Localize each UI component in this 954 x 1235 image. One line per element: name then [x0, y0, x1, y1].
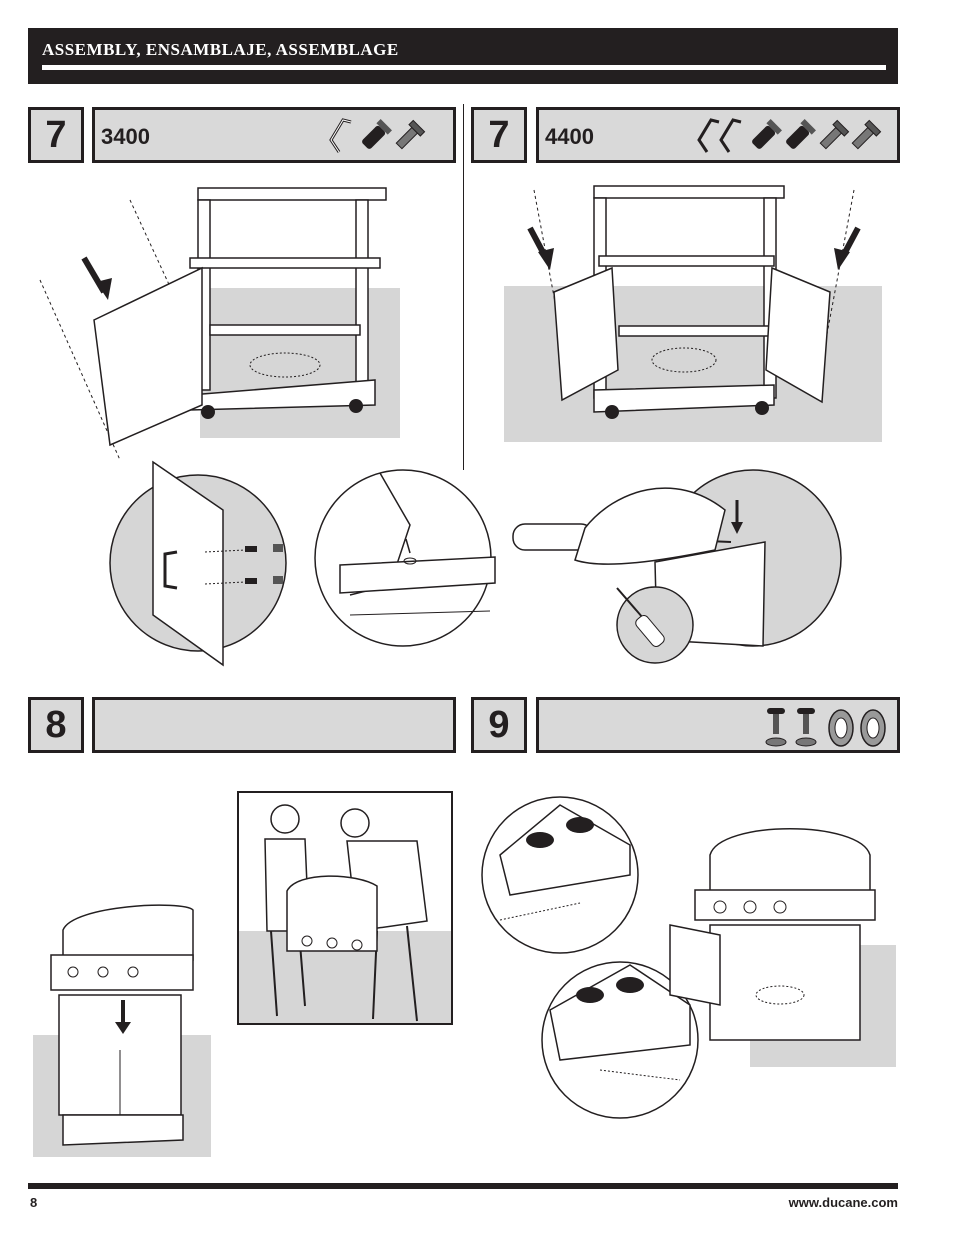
website-link[interactable]: www.ducane.com — [788, 1195, 898, 1210]
step-number-8: 8 — [28, 697, 84, 753]
step-bar-4400: 4400 — [536, 107, 900, 163]
hinge-pin-detail-circle — [314, 469, 496, 647]
step-number-7-3400: 7 — [28, 107, 84, 163]
hardware-icons-4400 — [697, 118, 882, 153]
footer-rule — [28, 1183, 898, 1189]
grill-on-cart-illustration — [33, 904, 211, 1157]
step-bar-3400: 3400 — [92, 107, 456, 163]
column-divider — [463, 104, 464, 470]
cart-door-3400-illustration — [39, 187, 400, 461]
hardware-icons-step-9 — [765, 708, 886, 747]
section-title: ASSEMBLY, ENSAMBLAJE, ASSEMBLAGE — [42, 40, 399, 59]
hardware-icons-3400 — [329, 118, 426, 153]
page-number: 8 — [30, 1195, 38, 1210]
screwdriver-hinge-detail — [512, 469, 842, 664]
cart-doors-4400-illustration — [504, 185, 882, 442]
step-bar-9 — [536, 697, 900, 753]
two-people-lifting-grill-illustration — [237, 791, 453, 1025]
door-handle-detail-circle — [109, 460, 287, 667]
header-rule — [42, 65, 886, 70]
step-number-9: 9 — [471, 697, 527, 753]
section-header: ASSEMBLY, ENSAMBLAJE, ASSEMBLAGE — [28, 28, 898, 84]
side-shelf-attach-illustration — [481, 796, 896, 1119]
model-label-4400: 4400 — [545, 124, 594, 149]
step-number-7-4400: 7 — [471, 107, 527, 163]
step-bar-8 — [92, 697, 456, 753]
model-label-3400: 3400 — [101, 124, 150, 149]
